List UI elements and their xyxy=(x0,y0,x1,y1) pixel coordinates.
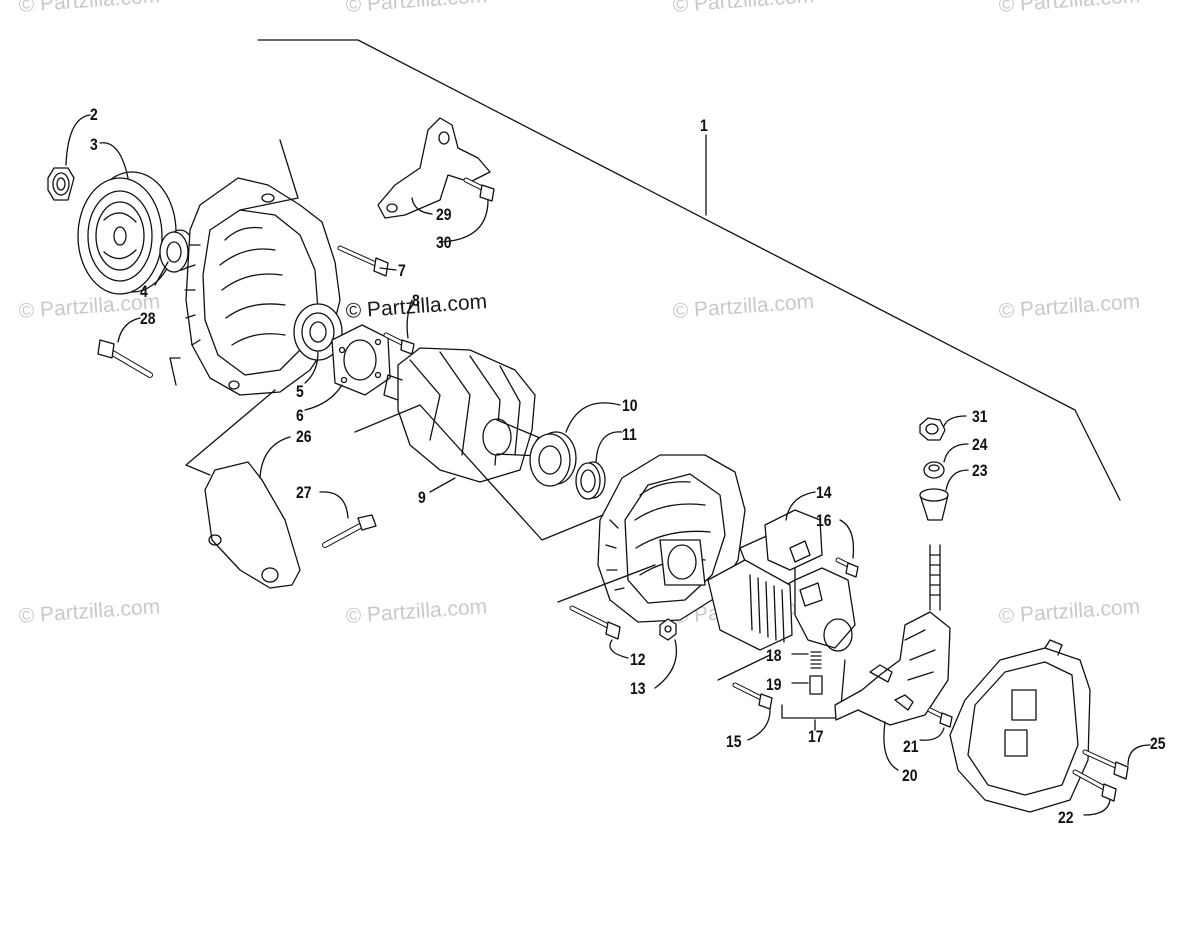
callout-31: 31 xyxy=(972,407,988,426)
screw-21-part xyxy=(927,707,953,728)
assembly-line-regulator xyxy=(717,654,771,681)
bolt-28-part xyxy=(97,339,153,378)
screw-16-part xyxy=(835,557,859,578)
leader-31 xyxy=(943,415,967,427)
callout-9: 9 xyxy=(418,488,426,507)
callout-15: 15 xyxy=(726,732,742,751)
callout-25: 25 xyxy=(1150,734,1166,753)
leader-2 xyxy=(65,114,91,166)
callout-28: 28 xyxy=(140,309,156,328)
rectifier-20-part xyxy=(834,611,951,726)
callout-1: 1 xyxy=(700,116,708,135)
leader-27 xyxy=(319,491,349,519)
callout-2: 2 xyxy=(90,105,98,124)
leader-29 xyxy=(411,197,433,215)
regulator-part xyxy=(707,509,823,651)
callout-23: 23 xyxy=(972,461,988,480)
rear-bearing-part xyxy=(529,431,577,487)
callout-5: 5 xyxy=(296,382,304,401)
screw-15-part xyxy=(732,682,773,710)
callout-12: 12 xyxy=(630,650,646,669)
bracket-17-line xyxy=(781,659,846,719)
callout-22: 22 xyxy=(1058,808,1074,827)
callout-10: 10 xyxy=(622,396,638,415)
callout-17: 17 xyxy=(808,727,824,746)
leader-14 xyxy=(785,491,816,521)
leader-7 xyxy=(379,267,397,271)
callout-30: 30 xyxy=(436,233,452,252)
callout-18: 18 xyxy=(766,646,782,665)
callout-16: 16 xyxy=(816,511,832,530)
callout-24: 24 xyxy=(972,435,988,454)
nut-13-part xyxy=(659,618,677,641)
bolt-7-part xyxy=(337,245,389,277)
callout-4: 4 xyxy=(140,282,148,301)
leader-11 xyxy=(595,431,623,463)
leader-25 xyxy=(1127,744,1151,766)
collar-part xyxy=(159,229,195,273)
leader-24 xyxy=(943,443,969,463)
leader-28 xyxy=(117,317,141,343)
leader-15 xyxy=(747,709,771,741)
mount-bracket-26-part xyxy=(204,461,301,589)
callout-13: 13 xyxy=(630,679,646,698)
callout-21: 21 xyxy=(903,737,919,756)
leader-21 xyxy=(919,727,945,741)
callout-29: 29 xyxy=(436,205,452,224)
callout-26: 26 xyxy=(296,427,312,446)
callout-27: 27 xyxy=(296,483,312,502)
callout-14: 14 xyxy=(816,483,832,502)
leader-9 xyxy=(429,477,456,493)
terminal-stud-part xyxy=(929,544,941,611)
rotor-part xyxy=(383,347,546,483)
bolt-25-part xyxy=(1082,749,1129,780)
bolt-27-part xyxy=(322,514,377,548)
leader-10 xyxy=(565,402,621,433)
bolt-30-part xyxy=(463,177,495,202)
assembly-line-rear xyxy=(557,564,656,603)
retainer-plate-part xyxy=(331,324,391,396)
leader-26 xyxy=(259,436,291,479)
leader-22 xyxy=(1083,799,1111,816)
spring-part xyxy=(810,651,822,669)
front-housing-part xyxy=(184,177,343,396)
callout-20: 20 xyxy=(902,766,918,785)
leader-6 xyxy=(304,384,343,411)
leader-16 xyxy=(839,519,855,559)
assembly-line-rotor xyxy=(354,404,604,541)
callout-3: 3 xyxy=(90,135,98,154)
leader-13 xyxy=(654,639,678,689)
leader-5 xyxy=(304,351,319,384)
screw-8-part xyxy=(383,332,415,355)
assembly-bracket-line xyxy=(257,39,1121,501)
terminal-nut-31-part xyxy=(919,417,946,441)
nut-part xyxy=(47,167,75,201)
leader-8 xyxy=(406,299,413,339)
assembly-line-left xyxy=(169,357,181,386)
callout-8: 8 xyxy=(412,291,420,310)
assembly-line-bracket xyxy=(185,389,276,476)
washer-24-part xyxy=(923,461,945,479)
assembly-line-front xyxy=(239,139,299,211)
leader-20 xyxy=(883,721,899,771)
leader-30 xyxy=(439,199,489,243)
callout-11: 11 xyxy=(622,425,637,444)
callout-7: 7 xyxy=(398,261,406,280)
leader-3 xyxy=(99,142,129,179)
leader-4 xyxy=(154,261,169,286)
leader-12 xyxy=(609,639,629,659)
callout-19: 19 xyxy=(766,675,782,694)
brush-part xyxy=(809,675,823,695)
leader-23 xyxy=(945,469,969,491)
rear-cover-part xyxy=(949,639,1091,813)
callout-6: 6 xyxy=(296,406,304,425)
bolt-22-part xyxy=(1072,769,1117,802)
bolt-12-part xyxy=(569,605,621,640)
brush-holder-part xyxy=(794,567,856,652)
bearing-retainer-part xyxy=(575,461,606,500)
bracket-29-part xyxy=(377,117,491,219)
insulator-23-part xyxy=(919,488,949,521)
pulley-part xyxy=(77,171,177,295)
